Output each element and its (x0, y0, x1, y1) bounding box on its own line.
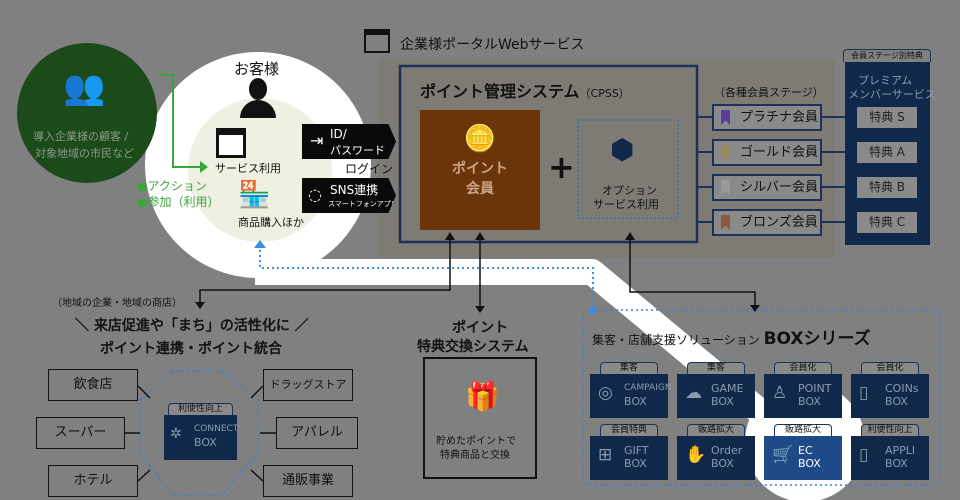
exchange-title-2: 特典交換システム (417, 339, 529, 355)
benefit-b[interactable]: 特典 B (857, 177, 917, 198)
option-label: オプション (602, 184, 657, 197)
purchase-label: 商品購入ほか (238, 216, 304, 229)
smartphone-icon: ▯ (859, 383, 869, 403)
box-icon: ⬢ (610, 133, 635, 166)
person-icon: ♙ (772, 383, 788, 403)
plus-sign: + (548, 148, 575, 186)
web-page-icon (216, 128, 246, 158)
stage-bronze[interactable]: ブロンズ会員 (712, 209, 822, 236)
store-hotel[interactable]: ホテル (48, 465, 138, 497)
local-sub: （地域の企業・地域の商店） (52, 298, 182, 309)
participate-label: ●参加（利用） (137, 195, 220, 209)
exchange-desc-2: 特典商品と交換 (440, 450, 510, 461)
cart-icon: 🛒 (772, 445, 794, 465)
ribbon-icon (721, 180, 730, 195)
smartphone-icon: ▯ (859, 445, 869, 465)
sns-login[interactable]: ◌ SNS連携 スマートフォンアプリ (302, 178, 396, 213)
people-icon: 👥 (63, 68, 106, 108)
service-label: サービス利用 (215, 162, 281, 175)
local-headline: ＼ 来店促進や「まち」の活性化に ／ (75, 318, 309, 334)
store-drugstore[interactable]: ドラッグストア (263, 369, 353, 401)
login-label: ログイン (345, 162, 394, 176)
gift-icon: ⊞ (598, 445, 613, 465)
box-series-title: 集客・店舗支援ソリューション BOXシリーズ (592, 329, 871, 349)
stage-platinum[interactable]: プラチナ会員 (712, 104, 822, 131)
customer-group-label: 導入企業様の顧客 / (33, 130, 129, 143)
portal-title: 企業様ポータルWebサービス (400, 37, 585, 53)
point-member-box[interactable]: 🪙 ポイント 会員 (420, 110, 540, 230)
cpss-title: ポイント管理システム（CPSS） (420, 82, 630, 101)
stage-silver[interactable]: シルバー会員 (712, 174, 822, 201)
store-apparel[interactable]: アパレル (276, 417, 358, 449)
store-mail-order[interactable]: 通販事業 (263, 465, 353, 497)
ribbon-icon (721, 215, 730, 230)
gift-icon: 🎁 (465, 380, 500, 413)
person-icon (240, 78, 276, 118)
store-supermarket[interactable]: スーパー (36, 417, 125, 449)
target-icon: ◎ (598, 383, 613, 403)
id-password-login[interactable]: ⇥ ID/ パスワード (302, 124, 396, 159)
customer-title: お客様 (234, 60, 280, 78)
portal-icon (364, 29, 390, 53)
connect-octagon (139, 370, 259, 496)
connect-icon: ✲ (170, 426, 182, 442)
ribbon-icon (721, 110, 730, 125)
action-label: ●アクション (137, 179, 207, 193)
premium-title: プレミアム (858, 74, 913, 87)
benefit-s[interactable]: 特典 S (857, 107, 917, 128)
benefit-c[interactable]: 特典 C (857, 212, 917, 233)
local-headline-2: ポイント連携・ポイント統合 (100, 341, 282, 357)
blue-dotted-link (259, 250, 594, 308)
store-restaurant[interactable]: 飲食店 (48, 369, 138, 401)
stages-label: （各種会員ステージ） (714, 86, 824, 99)
benefit-a[interactable]: 特典 A (857, 142, 917, 163)
premium-title-2: メンバーサービス (848, 88, 936, 101)
messenger-icon: ◌ (308, 185, 322, 204)
coin-icon: 🪙 (463, 124, 497, 154)
ribbon-icon (721, 145, 730, 160)
premium-tab: 会員ステージ別特典 (843, 49, 931, 62)
stage-gold[interactable]: ゴールド会員 (712, 139, 822, 166)
option-label-2: サービス利用 (593, 198, 659, 211)
box-series-frame (582, 309, 941, 486)
customer-group-circle (17, 43, 157, 183)
exchange-title: ポイント (452, 320, 508, 336)
exchange-desc: 貯めたポイントで (436, 436, 516, 447)
order-icon: ✋ (685, 445, 707, 465)
customer-group-label-2: 対象地域の市民など (35, 147, 134, 160)
game-icon: ☁ (685, 383, 702, 403)
shop-icon: 🏪 (238, 180, 271, 210)
login-icon: ⇥ (310, 131, 324, 150)
